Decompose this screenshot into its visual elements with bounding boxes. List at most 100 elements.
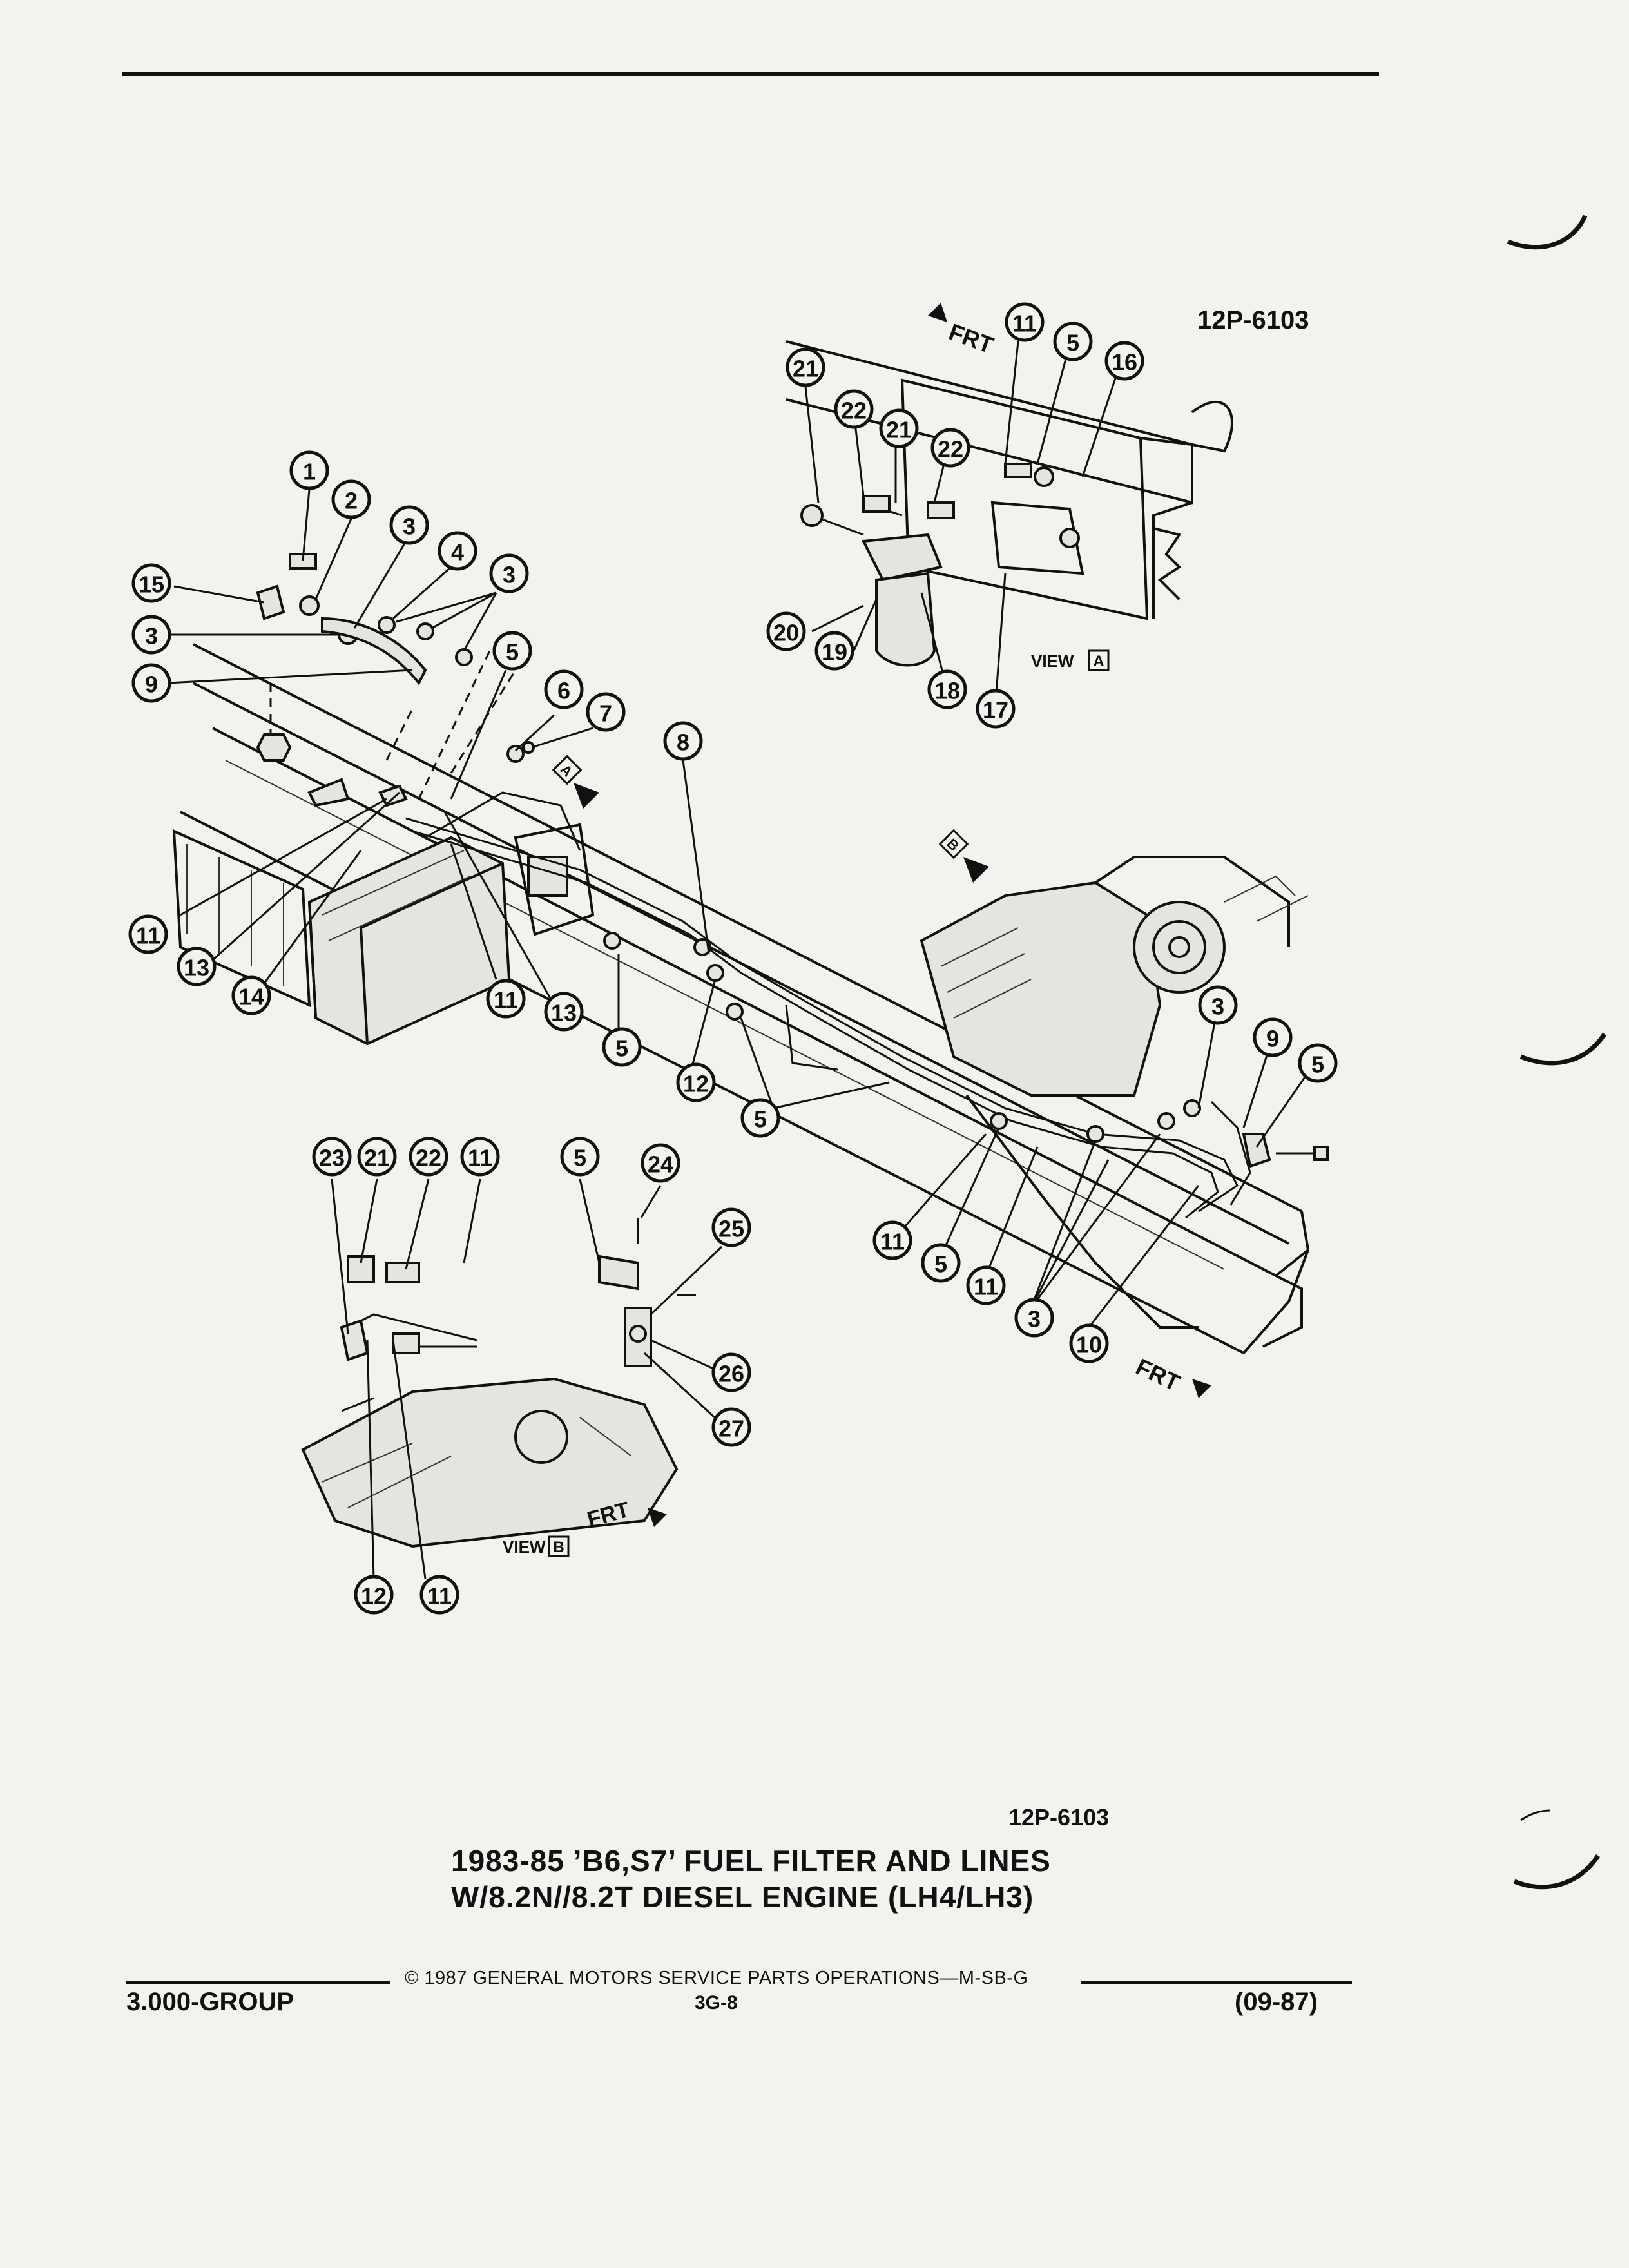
callout-number: 2 [345, 488, 358, 514]
callout-number: 5 [1066, 330, 1079, 356]
callout-number: 8 [677, 729, 689, 756]
callout-number: 21 [793, 356, 818, 382]
callout-number: 22 [841, 398, 867, 424]
frt-viewb-arrow-icon [648, 1508, 667, 1527]
callout-8: 8 [663, 721, 703, 761]
callout-2: 2 [331, 479, 371, 519]
callout-number: 11 [427, 1583, 452, 1610]
view-b-marker: B [938, 829, 969, 860]
callout-number: 11 [880, 1229, 905, 1255]
callout-22: 22 [409, 1137, 448, 1177]
frt-right-label: FRT [1132, 1353, 1184, 1396]
frt-top-arrow-icon [928, 303, 947, 322]
callout-9: 9 [131, 663, 171, 703]
callout-number: 5 [1311, 1052, 1324, 1078]
callout-number: 5 [506, 639, 519, 666]
callout-5: 5 [602, 1027, 642, 1067]
top-rule [122, 72, 1379, 76]
callout-number: 5 [934, 1251, 947, 1278]
callout-4: 4 [438, 531, 477, 571]
callout-number: 18 [934, 678, 960, 704]
callout-23: 23 [312, 1137, 352, 1177]
leader-lines [167, 341, 1316, 1579]
callout-number: 14 [238, 984, 264, 1010]
callout-number: 24 [648, 1151, 673, 1178]
callout-number: 27 [718, 1416, 744, 1442]
callout-3: 3 [1198, 985, 1238, 1025]
callout-number: 16 [1112, 349, 1137, 376]
callout-22: 22 [930, 428, 970, 468]
callout-27: 27 [711, 1407, 751, 1447]
copyright-text: © 1987 GENERAL MOTORS SERVICE PARTS OPER… [405, 1968, 1028, 1988]
callout-number: 3 [1211, 994, 1224, 1020]
view-b-arrow-icon [963, 857, 989, 883]
callout-number: 11 [468, 1145, 492, 1171]
callout-7: 7 [586, 692, 626, 732]
callout-number: 5 [574, 1145, 586, 1171]
callout-18: 18 [927, 669, 967, 709]
binder-marks [1507, 215, 1606, 1890]
callout-number: 11 [1012, 311, 1037, 337]
callout-number: 11 [494, 987, 518, 1014]
callout-number: 4 [451, 539, 464, 566]
callout-number: 11 [136, 923, 160, 949]
callout-number: 6 [557, 678, 570, 704]
callout-number: 21 [886, 417, 912, 443]
callout-number: 17 [983, 697, 1008, 724]
callout-number: 5 [615, 1035, 628, 1062]
callout-5: 5 [921, 1243, 961, 1283]
revision-date: (09-87) [1235, 1988, 1318, 2016]
bottom-reference-number: 12P-6103 [1008, 1804, 1110, 1831]
callout-number: 13 [551, 1000, 577, 1026]
callout-number: 22 [416, 1145, 441, 1171]
callout-11: 11 [419, 1575, 459, 1615]
callout-number: 26 [718, 1361, 744, 1387]
group-label: 3.000-GROUP [126, 1988, 294, 2016]
diagram-caption-line-1: 1983-85 ’B6,S7’ FUEL FILTER AND LINES [451, 1844, 1051, 1878]
callout-number: 7 [599, 700, 612, 727]
callout-number: 15 [139, 572, 164, 598]
view-a-letter: A [1093, 653, 1104, 670]
view-a-detail [786, 340, 1233, 667]
callout-3: 3 [389, 505, 429, 545]
callout-19: 19 [815, 631, 854, 671]
callout-11: 11 [128, 914, 168, 954]
callout-5: 5 [1298, 1043, 1338, 1083]
callout-12: 12 [676, 1062, 716, 1102]
callout-number: 3 [1028, 1306, 1041, 1332]
callout-21: 21 [357, 1137, 397, 1177]
frt-top-label: FRT [945, 318, 997, 358]
callout-17: 17 [976, 689, 1016, 729]
callout-5: 5 [492, 631, 532, 671]
view-a-marker: A [552, 754, 583, 785]
callout-11: 11 [486, 979, 526, 1019]
callout-number: 12 [683, 1071, 709, 1097]
footer-rule-right [1081, 1981, 1352, 1984]
footer-rule-left [126, 1981, 390, 1984]
callout-24: 24 [641, 1143, 680, 1183]
callout-25: 25 [711, 1207, 751, 1247]
callout-number: 3 [503, 562, 516, 588]
callout-number: 20 [773, 620, 799, 646]
callout-number: 23 [319, 1145, 345, 1171]
callout-5: 5 [560, 1137, 600, 1177]
callout-number: 19 [822, 639, 847, 666]
callout-16: 16 [1104, 341, 1144, 381]
callout-number: 10 [1076, 1332, 1102, 1358]
callout-number: 1 [303, 459, 316, 485]
callout-15: 15 [131, 563, 171, 603]
callout-21: 21 [879, 408, 919, 448]
callout-13: 13 [544, 992, 584, 1032]
callout-11: 11 [872, 1220, 912, 1260]
view-b-letter: B [553, 1539, 564, 1556]
callout-11: 11 [966, 1265, 1006, 1305]
callout-number: 25 [718, 1216, 744, 1242]
callout-number: 3 [145, 623, 158, 649]
callout-20: 20 [766, 611, 806, 651]
callout-number: 5 [754, 1106, 767, 1133]
callout-6: 6 [544, 669, 584, 709]
view-b-detail [301, 1218, 696, 1548]
callout-3: 3 [489, 553, 529, 593]
callout-number: 22 [938, 436, 963, 463]
